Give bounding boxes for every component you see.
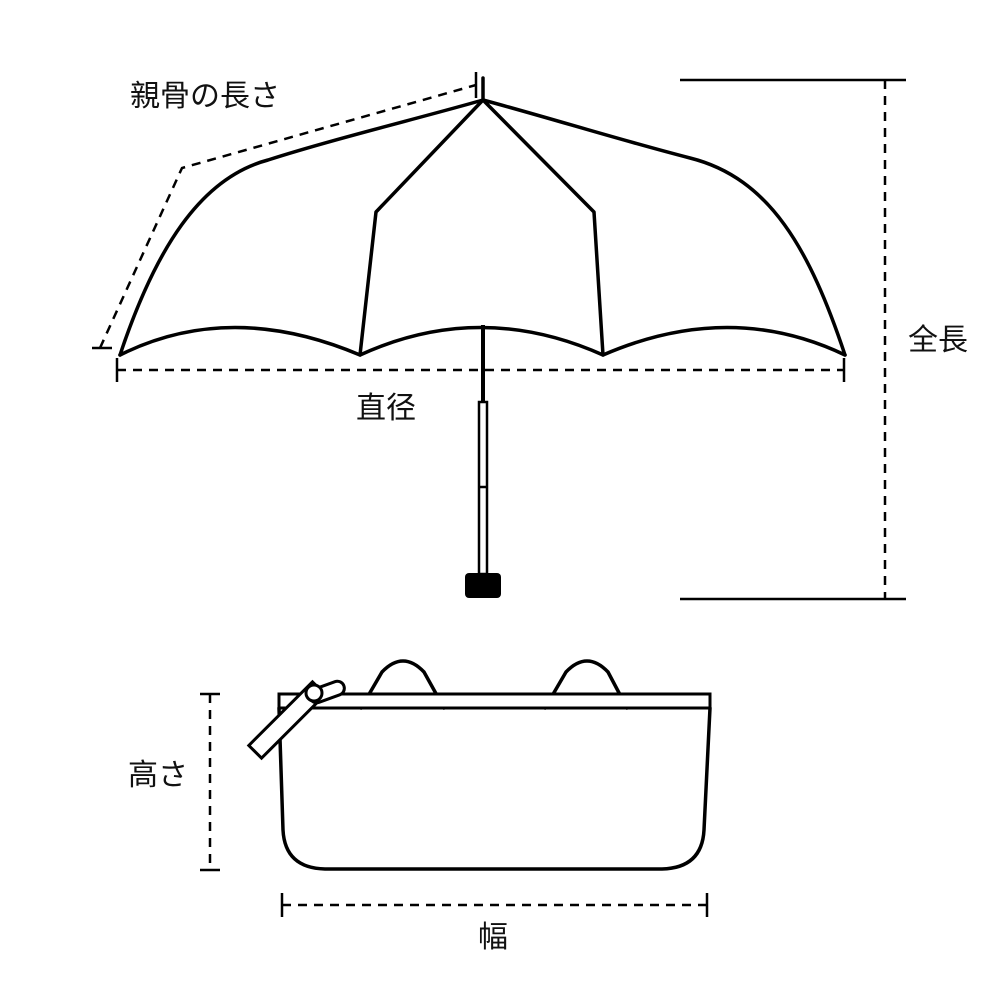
umbrella-center-panel-right bbox=[481, 98, 605, 357]
total-length-dimension: 全長 bbox=[680, 78, 968, 601]
case-right-ear bbox=[543, 659, 629, 710]
rib-length-dimension: 親骨の長さ bbox=[92, 72, 478, 350]
total-length-label: 全長 bbox=[908, 323, 968, 358]
height-label: 高さ bbox=[128, 758, 188, 793]
width-dimension: 幅 bbox=[280, 893, 709, 955]
case-rim bbox=[277, 692, 712, 710]
open-umbrella bbox=[118, 76, 847, 598]
width-label: 幅 bbox=[478, 920, 508, 955]
diameter-label: 直径 bbox=[356, 391, 416, 426]
case-body bbox=[277, 706, 712, 871]
diameter-dimension: 直径 bbox=[115, 358, 846, 426]
umbrella-case bbox=[246, 659, 712, 871]
umbrella-canopy-outline bbox=[118, 98, 847, 357]
case-strap-loop bbox=[304, 679, 346, 705]
rib-length-label: 親骨の長さ bbox=[130, 79, 280, 114]
umbrella-hem bbox=[118, 325, 847, 357]
umbrella-center-panel-left bbox=[358, 98, 485, 357]
umbrella-handle bbox=[465, 573, 501, 598]
height-dimension: 高さ bbox=[128, 692, 220, 872]
case-left-ear bbox=[359, 659, 446, 710]
